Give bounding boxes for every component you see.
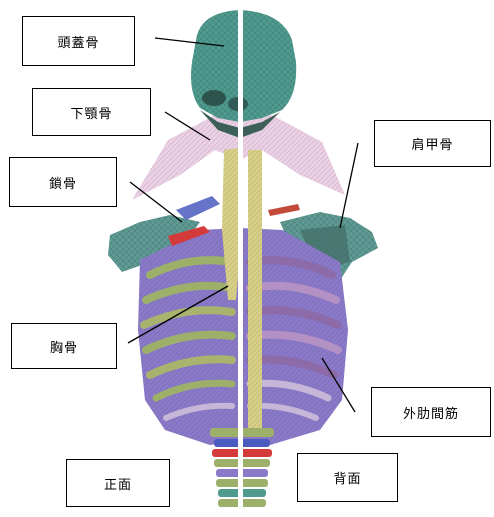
label-scapula: 肩甲骨: [374, 120, 491, 167]
label-skull: 頭蓋骨: [22, 16, 135, 66]
label-external-intercostal: 外肋間筋: [371, 387, 491, 437]
label-clavicle: 鎖骨: [9, 157, 117, 207]
label-mandible: 下顎骨: [32, 88, 151, 136]
label-back-view: 背面: [297, 453, 398, 502]
label-sternum: 胸骨: [11, 323, 117, 369]
skull: [191, 10, 296, 138]
view-separator: [238, 10, 243, 517]
label-front-view: 正面: [66, 459, 170, 507]
